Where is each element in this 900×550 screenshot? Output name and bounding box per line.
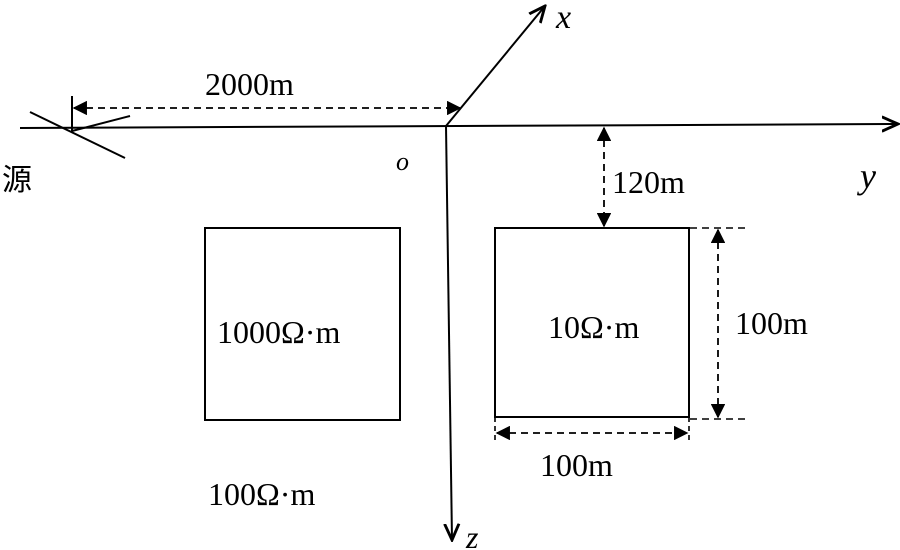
depth-label: 120m [612,164,685,200]
width-label: 100m [540,447,613,483]
z-axis-label: z [465,519,479,550]
z-axis-line [446,125,452,540]
x-axis-line [445,6,545,127]
origin-label: o [396,147,409,176]
source-label: 源 [2,163,32,198]
right-block [494,227,690,418]
y-axis-line [19,124,898,128]
left-block [204,227,401,421]
distance-label: 2000m [205,66,294,102]
height-label: 100m [735,305,808,341]
y-axis-label: y [857,156,876,196]
source-symbol [29,96,131,159]
x-axis-label: x [555,0,571,36]
left-block-label: 1000Ω·m [217,314,340,350]
background-label: 100Ω·m [208,476,315,512]
right-block-label: 10Ω·m [548,309,639,345]
